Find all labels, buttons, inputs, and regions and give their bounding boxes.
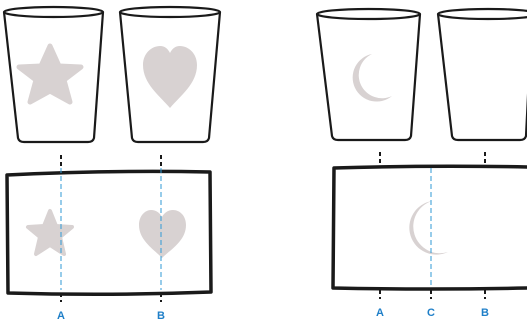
crescent-moon-icon	[352, 54, 392, 102]
cup-rim	[2, 5, 105, 19]
left-panel: A B	[2, 5, 222, 322]
frame-outline	[5, 169, 213, 297]
cup-rim	[315, 7, 422, 21]
left-frame	[5, 169, 213, 297]
cup-outline	[436, 13, 527, 142]
crescent-moon-icon	[409, 201, 448, 255]
left-cup-1	[2, 5, 105, 144]
right-cup-2	[436, 7, 527, 142]
marker-label-a: A	[376, 307, 384, 319]
right-panel: A C B	[315, 7, 527, 319]
cup-outline	[315, 13, 422, 142]
heart-icon	[143, 46, 197, 108]
marker-label-b: B	[481, 307, 489, 319]
frame-outline	[331, 164, 527, 291]
cup-outline	[2, 11, 105, 144]
cup-rim	[118, 5, 222, 19]
star-icon	[16, 43, 84, 105]
heart-icon	[139, 210, 186, 258]
star-icon	[26, 209, 74, 256]
right-frame	[331, 164, 527, 291]
right-cup-1	[315, 7, 422, 142]
marker-label-a: A	[57, 310, 65, 322]
cup-rim	[436, 7, 527, 21]
left-cup-2	[118, 5, 222, 144]
marker-label-b: B	[157, 310, 165, 322]
cup-outline	[118, 11, 222, 144]
marker-label-c: C	[427, 307, 435, 319]
